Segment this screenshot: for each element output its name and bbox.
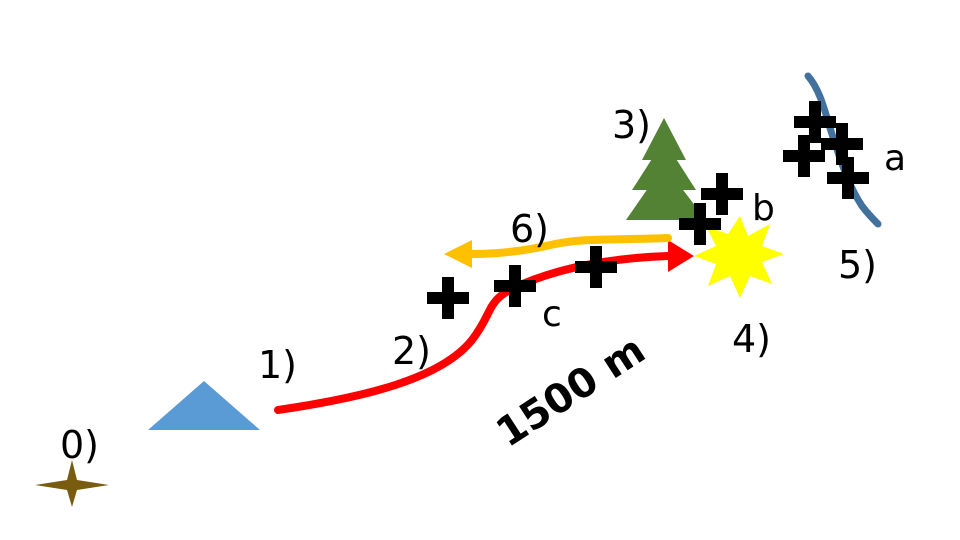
route-out-arrowhead	[668, 240, 694, 272]
cross-icon	[794, 101, 836, 143]
cross-icon	[821, 123, 863, 165]
label-4: 4)	[732, 317, 771, 361]
cross-icon	[701, 173, 743, 215]
cross-icon	[827, 157, 869, 199]
label-b: b	[752, 188, 775, 229]
triangle-icon	[148, 381, 260, 430]
label-6: 6)	[510, 207, 549, 251]
cross-group-c	[427, 246, 617, 319]
cross-icon	[783, 135, 825, 177]
label-a: a	[884, 138, 906, 179]
distance-label: 1500 m	[488, 327, 653, 456]
label-2: 2)	[392, 329, 431, 373]
label-1: 1)	[258, 343, 297, 387]
route-back-arrowhead	[444, 240, 472, 268]
star-icon	[35, 460, 109, 507]
cross-icon	[427, 277, 469, 319]
burst-icon	[694, 216, 784, 298]
label-5: 5)	[838, 243, 877, 287]
cross-icon	[575, 246, 617, 288]
cross-icon	[679, 203, 721, 245]
route-back-arrow	[468, 234, 672, 258]
cross-icon	[494, 265, 536, 307]
label-3: 3)	[612, 103, 651, 147]
cross-group-a	[783, 101, 869, 199]
cross-group-b	[679, 173, 743, 245]
label-0: 0)	[60, 423, 99, 467]
label-c: c	[542, 294, 562, 335]
tree-icon	[626, 118, 706, 220]
